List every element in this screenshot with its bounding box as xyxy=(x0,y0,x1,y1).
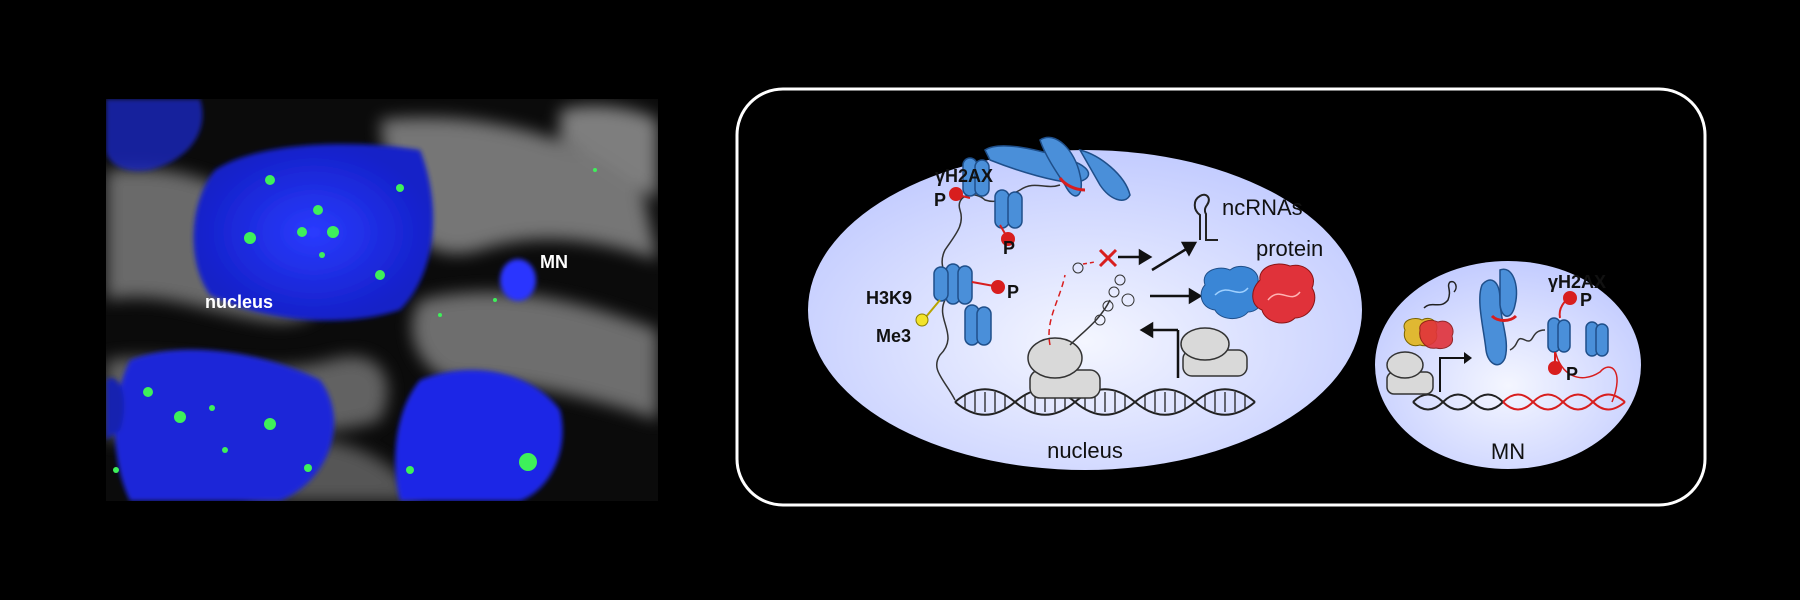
mn-phospho-marks xyxy=(1548,291,1577,375)
protein-blobs xyxy=(1200,263,1316,324)
micrograph-label-nucleus: nucleus xyxy=(205,292,273,312)
methyl-mark xyxy=(915,313,929,327)
methyl-link xyxy=(924,299,941,319)
rna-polymerase xyxy=(1027,337,1101,399)
p-label-2: P xyxy=(1003,238,1015,258)
mn-p-label-2: P xyxy=(1566,364,1578,384)
nucleus-caption: nucleus xyxy=(1047,438,1123,463)
mn-chromatin-fiber xyxy=(1509,329,1546,351)
nucleosome xyxy=(962,157,990,197)
phospho-marks xyxy=(949,187,1015,294)
dapi-nuclei xyxy=(106,99,563,501)
block-x-icon xyxy=(1098,248,1118,268)
mn-ncrna-icon xyxy=(1423,280,1457,309)
mn-gh2ax-label: γH2AX xyxy=(1548,272,1606,292)
chromosome-icon xyxy=(984,136,1131,201)
rna-polymerase-2 xyxy=(1180,327,1248,377)
nucleus-schematic: γH2AX P P P H3K9 Me3 xyxy=(808,136,1362,470)
nucleosome xyxy=(994,189,1023,229)
arrows xyxy=(1118,241,1203,378)
nucleosome xyxy=(964,304,992,346)
dna-helix xyxy=(954,388,1256,416)
micrograph-label-mn: MN xyxy=(540,252,568,272)
micrograph-panel xyxy=(106,99,658,501)
gh2ax-label: γH2AX xyxy=(935,166,993,186)
mn-ellipse xyxy=(1375,261,1641,469)
mn-nucleosomes xyxy=(1547,317,1609,357)
nucleosome xyxy=(933,263,973,305)
ncrnas-label: ncRNAs xyxy=(1222,195,1303,220)
h3k9-label: H3K9 xyxy=(866,288,912,308)
green-foci xyxy=(113,168,597,474)
p-label-3: P xyxy=(1007,282,1019,302)
mn-rna-polymerase xyxy=(1386,351,1434,395)
ncrna-hairpin-icon xyxy=(1193,193,1218,241)
me3-label: Me3 xyxy=(876,326,911,346)
mn-caption: MN xyxy=(1491,439,1525,464)
mn-chromosome-icon xyxy=(1479,268,1518,366)
diagram-frame xyxy=(735,87,1707,507)
protein-label: protein xyxy=(1256,236,1323,261)
mn-red-fiber xyxy=(1554,349,1618,403)
mn-arrow xyxy=(1439,357,1466,392)
micronucleus-schematic: γH2AX P P MN xyxy=(1375,261,1641,469)
mn-protein-blobs xyxy=(1403,317,1454,349)
p-label-1: P xyxy=(934,190,946,210)
mn-p-label-1: P xyxy=(1580,290,1592,310)
transcripts xyxy=(1048,261,1135,346)
